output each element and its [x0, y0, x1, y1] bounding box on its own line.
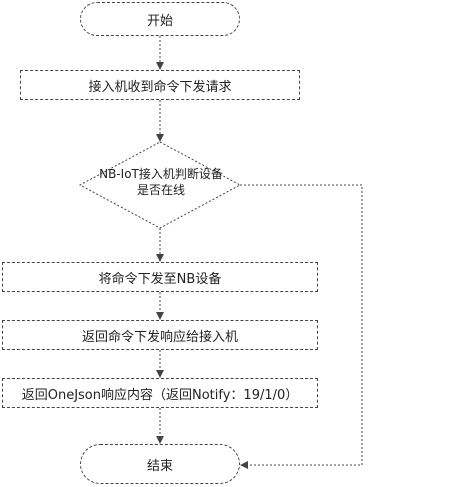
- connector-decision-no-end: [240, 184, 363, 466]
- step-return-response: 返回命令下发响应给接入机: [2, 320, 318, 350]
- arrowhead: [156, 370, 164, 378]
- decision-label-line2: 是否在线: [136, 183, 185, 197]
- decision-label-line1: NB-IoT接入机判断设备: [99, 167, 223, 181]
- start-label: 开始: [146, 13, 173, 29]
- arrowhead: [156, 62, 164, 70]
- step-send-to-device-label: 将命令下发至NB设备: [98, 271, 222, 287]
- end-label: 结束: [146, 458, 173, 474]
- step-receive-command-label: 接入机收到命令下发请求: [88, 79, 232, 95]
- decision-label: NB-IoT接入机判断设备 是否在线: [78, 162, 244, 202]
- step-send-to-device: 将命令下发至NB设备: [2, 262, 318, 292]
- arrowhead: [156, 436, 164, 444]
- arrowhead: [156, 254, 164, 262]
- arrowhead: [156, 134, 164, 142]
- arrowhead: [156, 312, 164, 320]
- step-return-response-label: 返回命令下发响应给接入机: [81, 329, 238, 345]
- arrowhead: [240, 461, 248, 469]
- step-return-onejson: 返回OneJson响应内容（返回Notify：19/1/0）: [2, 378, 318, 408]
- end-terminal: 结束: [80, 444, 240, 484]
- step-receive-command: 接入机收到命令下发请求: [20, 70, 300, 100]
- step-return-onejson-label: 返回OneJson响应内容（返回Notify：19/1/0）: [21, 387, 299, 403]
- start-terminal: 开始: [80, 2, 240, 36]
